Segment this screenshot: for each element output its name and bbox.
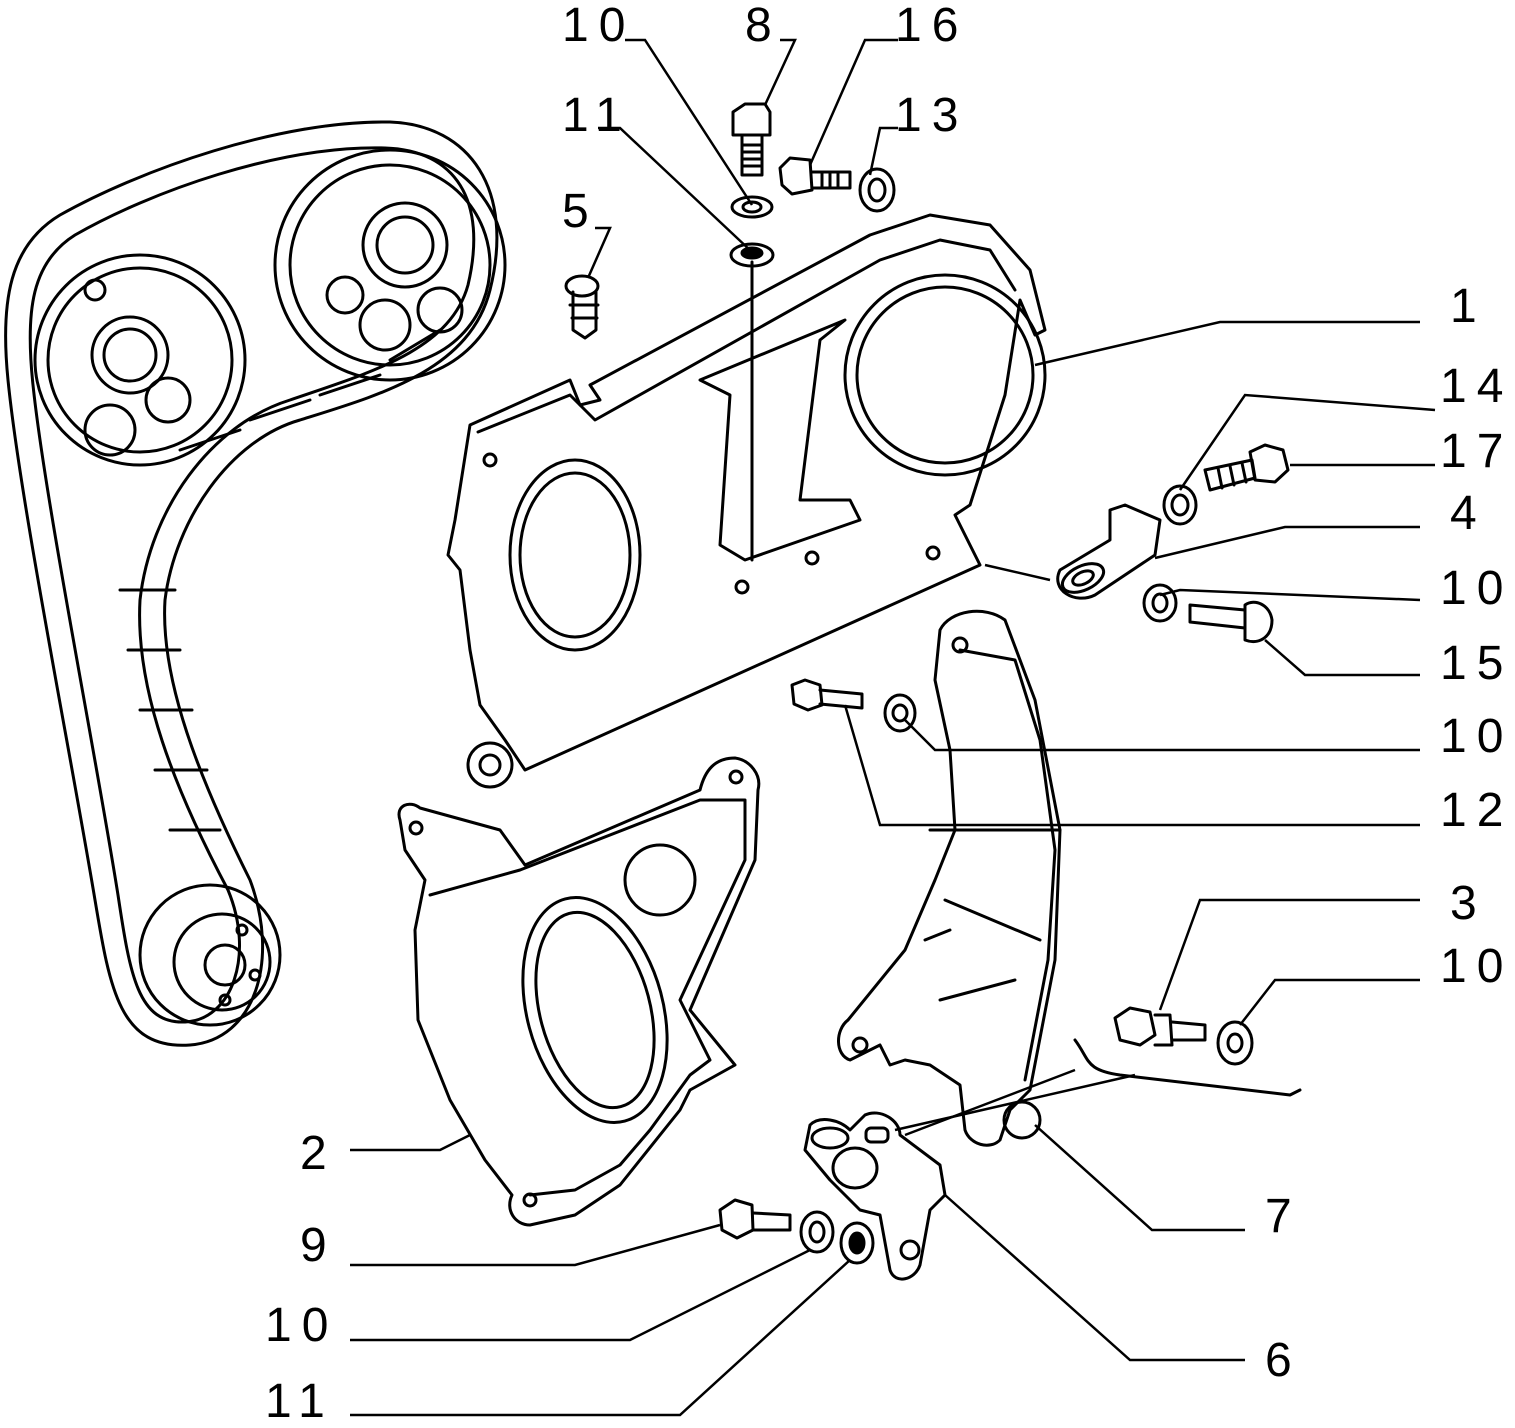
callout-10-r1: 10 xyxy=(1440,562,1514,615)
callout-15: 15 xyxy=(1440,637,1514,690)
callout-12: 12 xyxy=(1440,784,1514,837)
callout-1: 1 xyxy=(1450,280,1487,333)
plate-bracket xyxy=(1056,503,1162,600)
callout-4: 4 xyxy=(1450,487,1487,540)
bolt-3 xyxy=(1113,1006,1207,1047)
bolt-15 xyxy=(1188,600,1274,644)
callout-10-top: 10 xyxy=(562,0,636,52)
washer-10-r3 xyxy=(1216,1020,1254,1066)
callout-14: 14 xyxy=(1440,360,1514,413)
bolt-9 xyxy=(718,1198,792,1240)
lower-timing-cover xyxy=(397,756,761,1227)
left-camshaft-pulley xyxy=(33,253,247,467)
callout-5: 5 xyxy=(562,185,599,238)
callout-2: 2 xyxy=(300,1127,337,1180)
washer-10-top xyxy=(730,195,774,219)
right-camshaft-pulley xyxy=(273,148,507,382)
washer-10-bottom xyxy=(799,1210,835,1254)
callout-10-r3: 10 xyxy=(1440,940,1514,993)
upper-timing-cover xyxy=(446,213,1047,789)
callout-17: 17 xyxy=(1440,425,1514,478)
callout-13: 13 xyxy=(895,89,969,142)
callout-6: 6 xyxy=(1265,1334,1302,1387)
bolt-8 xyxy=(731,102,772,177)
callout-9: 9 xyxy=(300,1219,337,1272)
washer-11-top xyxy=(729,242,775,268)
washer-13 xyxy=(858,167,896,213)
bolt-17 xyxy=(1203,443,1290,492)
callout-16: 16 xyxy=(895,0,969,52)
bolt-16 xyxy=(778,156,852,196)
timing-belt xyxy=(4,120,499,1047)
leader-lines xyxy=(350,38,1436,1417)
washer-14 xyxy=(1162,484,1198,526)
rear-bracket xyxy=(837,609,1302,1147)
callout-7: 7 xyxy=(1265,1190,1302,1243)
tensioner-plate xyxy=(803,1111,947,1281)
crankshaft-pulley xyxy=(138,883,282,1027)
washer-10-r1 xyxy=(1142,583,1178,623)
washer-10-r2 xyxy=(883,693,917,733)
callout-11-bottom: 11 xyxy=(265,1375,335,1428)
callout-8: 8 xyxy=(745,0,782,52)
callout-3: 3 xyxy=(1450,877,1487,930)
push-clip-5 xyxy=(564,274,600,340)
callout-11-top: 11 xyxy=(562,89,632,142)
bolt-12 xyxy=(790,678,864,712)
callout-10-bottom: 10 xyxy=(265,1299,339,1352)
washer-11-bottom xyxy=(839,1221,875,1265)
callout-10-r2: 10 xyxy=(1440,710,1514,763)
